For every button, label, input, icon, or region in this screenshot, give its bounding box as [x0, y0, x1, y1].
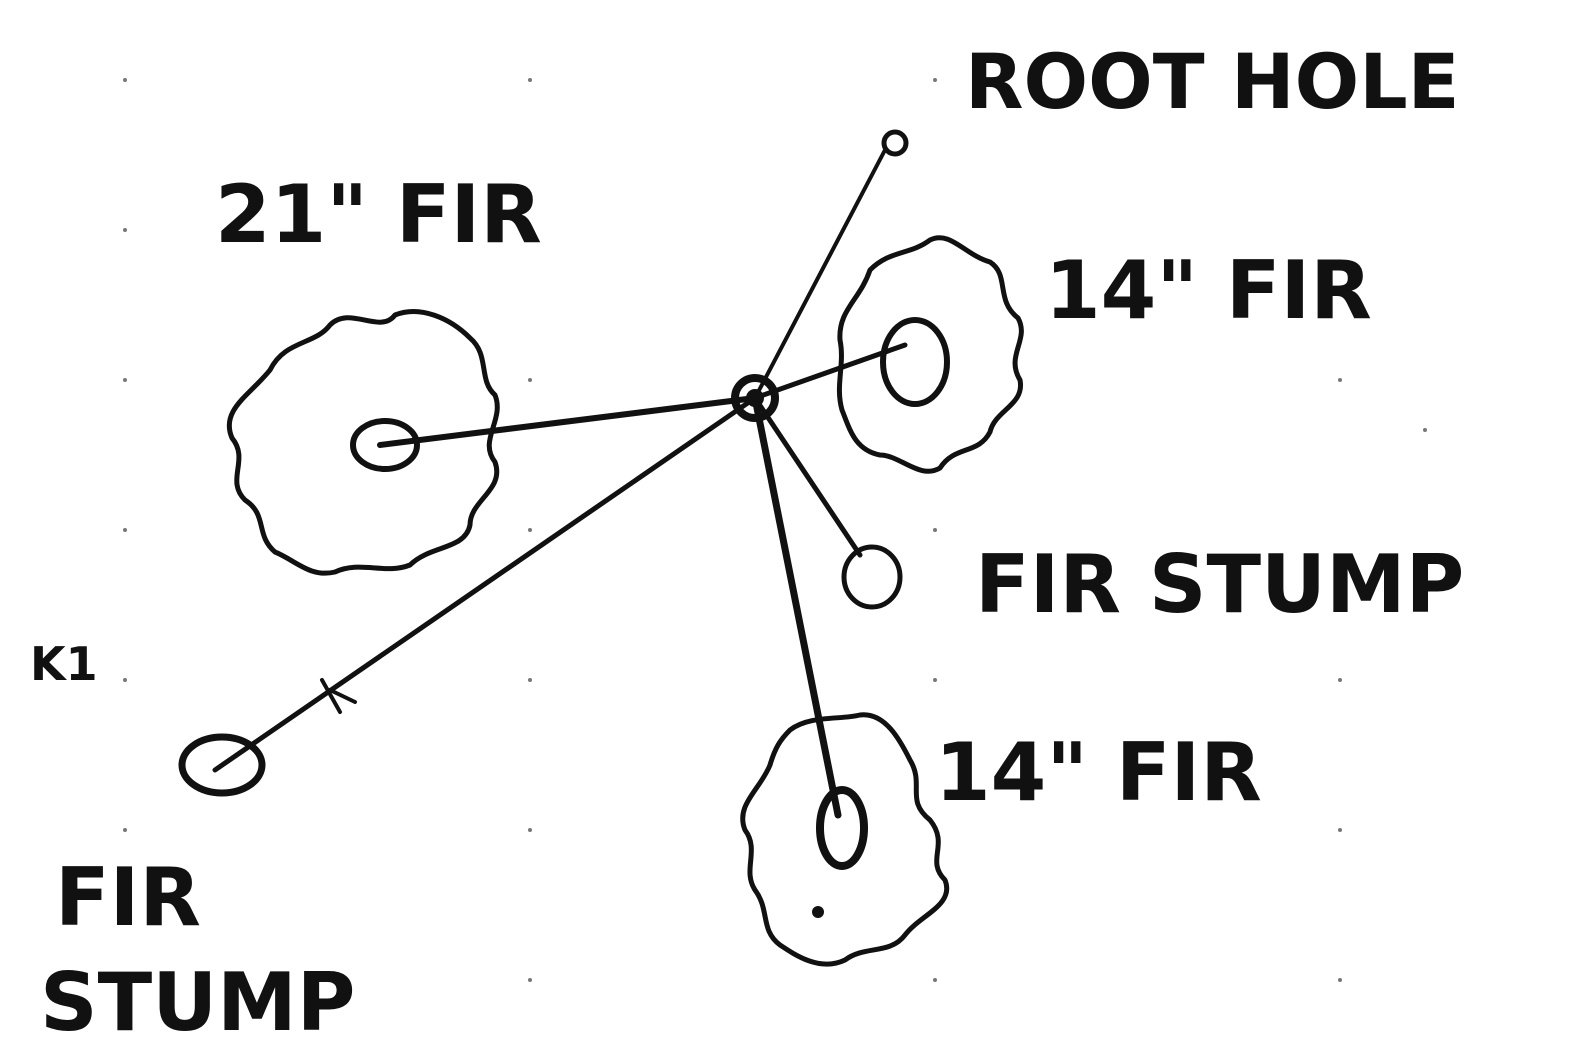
- line-to-fir-stump-right: [752, 395, 863, 558]
- center-point: [731, 374, 779, 422]
- fir-21in-tree: [226, 309, 500, 576]
- label-root-hole: ROOT HOLE: [965, 37, 1460, 126]
- line-to-fir-stump-lower: [212, 395, 758, 773]
- label-14in-fir-lower: 14" FIR: [935, 726, 1262, 819]
- label-14in-fir-upper: 14" FIR: [1045, 244, 1372, 337]
- line-to-14in-fir-upper: [752, 342, 908, 401]
- label-21in-fir: 21" FIR: [215, 168, 542, 261]
- root-hole-marker: [881, 129, 909, 157]
- fir-stump-right-marker: [841, 544, 903, 610]
- label-fir-stump-lower-line2: STUMP: [40, 956, 355, 1049]
- fir-14in-upper-tree: [836, 235, 1024, 474]
- line-to-21in-fir: [377, 395, 758, 448]
- label-margin-mark: K1: [30, 637, 98, 691]
- label-fir-stump-right: FIR STUMP: [975, 538, 1464, 631]
- label-fir-stump-lower-line1: FIR: [55, 851, 201, 944]
- radial-lines: [212, 148, 908, 819]
- tick-mark: [320, 678, 357, 714]
- line-to-root-hole: [753, 148, 887, 400]
- line-to-14in-fir-lower: [751, 394, 842, 819]
- grid-dots: [123, 78, 1427, 982]
- fir-stump-lower-marker: [178, 733, 266, 797]
- fir-14in-lower-tree: [740, 712, 950, 967]
